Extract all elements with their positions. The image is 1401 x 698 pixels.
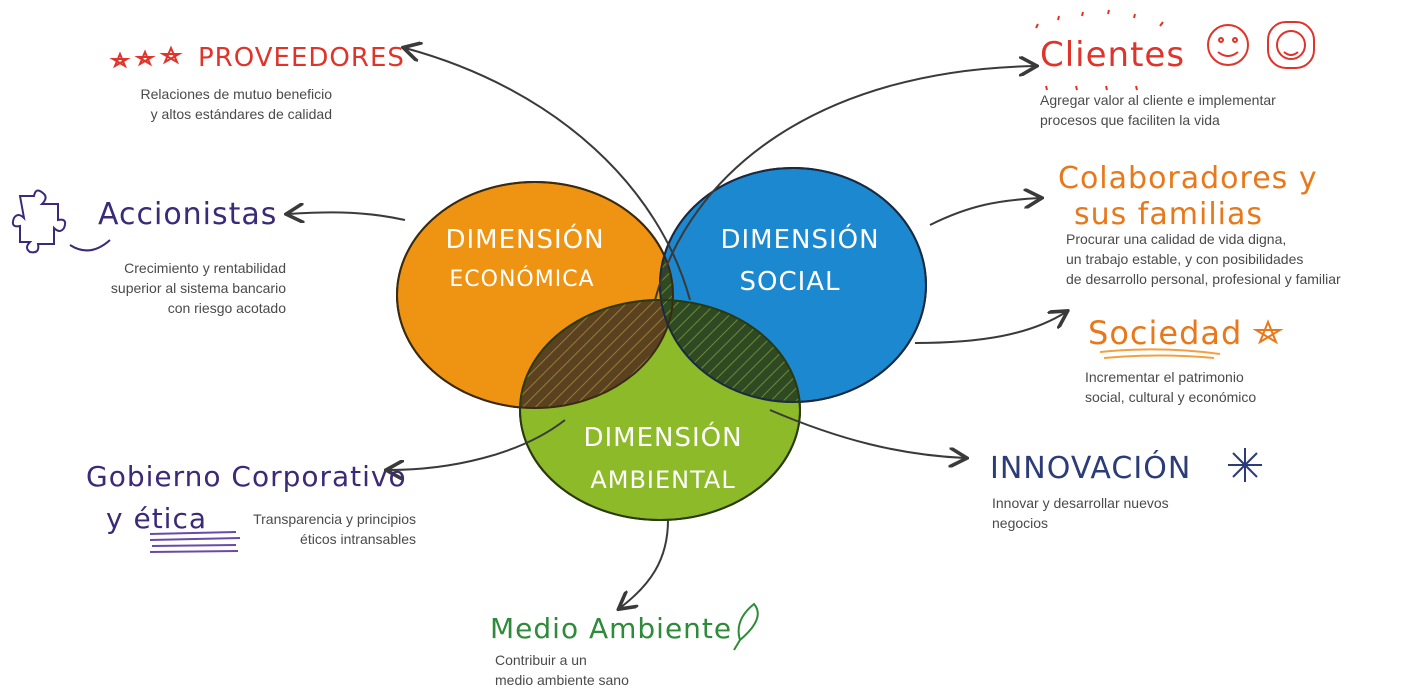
- arrow-accionistas: [288, 212, 406, 220]
- smiley-faces-icon: [1207, 21, 1315, 69]
- puzzle-piece-icon: [11, 189, 111, 254]
- proveedores-description: Relaciones de mutuo beneficio y altos es…: [140, 86, 332, 122]
- rays-decoration: [1035, 9, 1164, 91]
- accionistas-title: Accionistas: [98, 197, 277, 232]
- clientes-title: Clientes: [1040, 35, 1185, 75]
- overlap-eco-env: [520, 300, 673, 408]
- medio-description: Contribuir a un medio ambiente sano: [495, 652, 629, 688]
- colaboradores-description: Procurar una calidad de vida digna, un t…: [1066, 231, 1341, 287]
- arrow-clientes: [654, 66, 1035, 301]
- asterisk-icon: [1228, 448, 1262, 482]
- environmental-label-1: DIMENSIÓN: [583, 421, 742, 453]
- arrow-proveedores: [405, 48, 691, 301]
- arrow-medio: [620, 519, 669, 608]
- economic-label-2: ECONÓMICA: [449, 266, 594, 292]
- leaf-icon: [733, 602, 759, 651]
- sociedad-description: Incrementar el patrimonio social, cultur…: [1085, 369, 1257, 405]
- gobierno-title-1: Gobierno Corporativo: [86, 460, 407, 493]
- clientes-description: Agregar valor al cliente e implementar p…: [1040, 92, 1276, 128]
- innovacion-description: Innovar y desarrollar nuevos negocios: [992, 495, 1169, 531]
- innovacion-title: INNOVACIÓN: [990, 449, 1191, 486]
- accionistas-description: Crecimiento y rentabilidad superior al s…: [110, 260, 286, 316]
- gobierno-title-2: y ética: [106, 502, 207, 535]
- colaboradores-title-1: Colaboradores y: [1058, 161, 1318, 196]
- sociedad-title: Sociedad: [1088, 314, 1242, 352]
- proveedores-title: PROVEEDORES: [198, 43, 405, 73]
- arrow-sociedad: [914, 312, 1066, 344]
- arrow-innovacion: [769, 409, 965, 458]
- star-icon: [1252, 319, 1284, 345]
- social-label-1: DIMENSIÓN: [720, 223, 879, 255]
- colaboradores-title-2: sus familias: [1074, 197, 1263, 232]
- social-label-2: SOCIAL: [739, 267, 840, 297]
- overlap-social-env: [660, 300, 800, 402]
- sociedad-underline: [1099, 348, 1221, 359]
- stars-icon: [109, 45, 183, 69]
- arrow-gobierno: [388, 419, 566, 470]
- gobierno-underline: [149, 531, 241, 553]
- environmental-label-2: AMBIENTAL: [590, 466, 735, 494]
- medio-title: Medio Ambiente: [490, 612, 732, 645]
- arrow-colaboradores: [929, 198, 1040, 226]
- economic-label-1: DIMENSIÓN: [445, 223, 604, 255]
- gobierno-description: Transparencia y principios éticos intran…: [253, 511, 416, 547]
